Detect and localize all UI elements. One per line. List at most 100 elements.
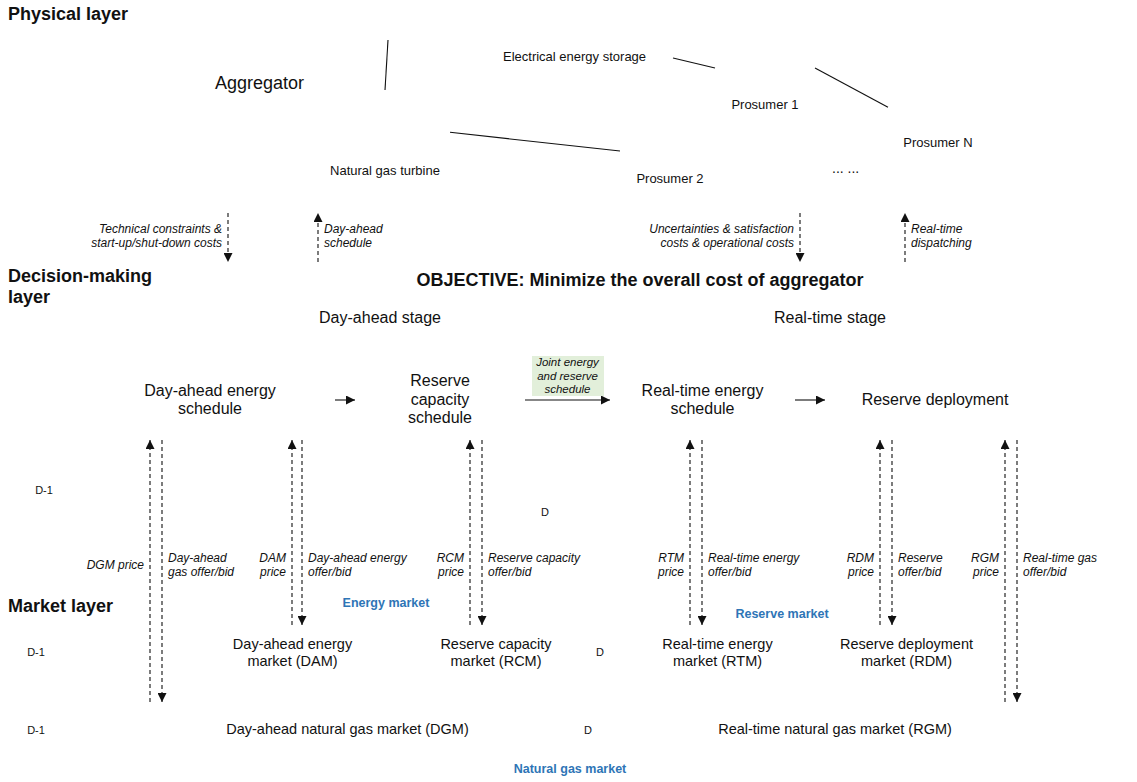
layer-band: Decision-making layerDay-ahead stage Real…: [0, 262, 1137, 540]
edge-label: Real-time dispatching: [911, 223, 991, 251]
aggregator-ellipse: AggregatorElectrical energy storageNatur…: [140, 7, 1040, 207]
edge-label: RGM price: [965, 552, 999, 580]
free-label: Energy market: [343, 596, 430, 610]
device-node: Prosumer 1: [715, 36, 815, 116]
drawing-part: [720, 38, 810, 64]
drawing-part: [436, 30, 454, 58]
edge-label: Real-time energy offer/bid: [708, 552, 810, 580]
node-text: Physical layer: [8, 4, 168, 25]
drawing-part: [919, 85, 957, 96]
market-bracket: [230, 603, 905, 769]
label-holder: Joint energy and reserve schedule: [532, 356, 604, 396]
label-holder: Technical constraints & start-up/shut-do…: [72, 223, 222, 251]
node-text: Decision-making layer: [8, 266, 168, 307]
aggregator-outline: [141, 8, 1039, 206]
flow-arrow: [689, 440, 690, 625]
box-outline: [413, 626, 580, 680]
flow-arrow: [450, 132, 620, 151]
edge-label: RCM price: [430, 552, 464, 580]
drawing-part: [336, 100, 382, 150]
node-text: Prosumer 1: [731, 98, 798, 113]
label-holder: Day-ahead schedule: [324, 223, 396, 251]
day-circle: [31, 477, 58, 504]
edge-label: Day-ahead energy offer/bid: [308, 552, 410, 580]
node-text: D: [596, 646, 604, 658]
drawing-part: [617, 642, 625, 662]
edge-label: DAM price: [252, 552, 286, 580]
flow-arrow: [291, 440, 292, 625]
node-text: Reserve capacity market (RCM): [432, 636, 560, 669]
free-label: OBJECTIVE: Minimize the overall cost of …: [416, 270, 863, 291]
label-holder: Reserve market: [735, 607, 828, 621]
node-text: Reserve deployment: [862, 391, 1009, 409]
label-holder: DGM price: [80, 559, 144, 573]
label-holder: RDM price: [840, 552, 874, 580]
timeline-arrow: [54, 479, 1095, 741]
drawing-part: [736, 70, 750, 82]
day-circle: [23, 639, 50, 666]
node-text: Real-time natural gas market (RGM): [718, 721, 952, 738]
node-text: Day-ahead natural gas market (DGM): [226, 721, 469, 738]
node-text: D: [541, 506, 549, 518]
drawing-part: [685, 146, 699, 158]
drawing-part: [54, 719, 1075, 741]
drawing-part: [758, 76, 770, 94]
house-icon: [625, 114, 715, 170]
flow-arrow: [335, 399, 355, 400]
box-outline: [611, 703, 1060, 757]
day-marker: D-1: [22, 716, 50, 744]
day-marker: D-1: [30, 476, 58, 504]
label-holder: Real-time gas offer/bid: [1023, 552, 1107, 580]
drawing-part: [330, 757, 500, 769]
drawing-part: [330, 112, 440, 156]
day-circle: [532, 499, 559, 526]
node-text: D-1: [27, 724, 45, 736]
day-marker: D: [586, 638, 614, 666]
drawing-part: [64, 720, 72, 740]
day-circle: [587, 639, 614, 666]
flow-arrow: [879, 440, 880, 625]
flow-arrow: [525, 399, 610, 400]
stage-ellipse: Day-ahead stage: [270, 303, 490, 333]
node-text: Prosumer N: [903, 136, 972, 151]
flow-arrow: [891, 440, 892, 625]
stage-outline: [721, 304, 940, 333]
box-outline: [611, 361, 795, 440]
drawing-part: [392, 18, 496, 66]
drawing-part: [392, 96, 406, 114]
node-text: Day-ahead stage: [319, 309, 441, 327]
stage-divider: [585, 298, 620, 538]
box-outline: [131, 703, 565, 757]
flow-arrow: [1016, 440, 1017, 702]
edge-label: Joint energy and reserve schedule: [532, 356, 604, 396]
node-text: Prosumer 2: [636, 172, 703, 187]
node-text: D-1: [35, 484, 53, 496]
label-holder: DAM price: [252, 552, 286, 580]
node-text: Real-time stage: [774, 309, 886, 327]
drawing-part: [437, 603, 660, 624]
label-holder: Real-time dispatching: [911, 223, 991, 251]
flow-arrow: [904, 213, 905, 262]
edge-label: Reserve capacity offer/bid: [488, 552, 590, 580]
drawing-part: [603, 720, 609, 740]
shape-outline: [0, 592, 1137, 782]
edge-label: Uncertainties & satisfaction costs & ope…: [629, 223, 794, 251]
schedule-box: Reserve capacity schedule: [355, 360, 525, 440]
node-text: Electrical energy storage: [503, 50, 646, 65]
box-outline: [356, 361, 525, 440]
flow-arrow: [385, 40, 388, 90]
drawing-part: [230, 603, 335, 624]
drawing-part: [64, 642, 72, 662]
free-label: Natural gas market: [514, 762, 627, 776]
layer-plane: [25, 2, 1133, 212]
flow-arrow: [673, 58, 715, 68]
schedule-box: Day-ahead natural gas market (DGM): [130, 702, 565, 757]
label-holder: Day-ahead energy offer/bid: [308, 552, 410, 580]
drawing-part: [390, 12, 498, 19]
schedule-box: Real-time energy market (RTM): [635, 625, 800, 680]
drawing-part: [74, 480, 82, 500]
edge-label: Reserve offer/bid: [898, 552, 960, 580]
free-label: Reserve market: [735, 607, 828, 621]
drawing-part: [474, 18, 475, 66]
device-node: Natural gas turbine: [320, 90, 450, 184]
